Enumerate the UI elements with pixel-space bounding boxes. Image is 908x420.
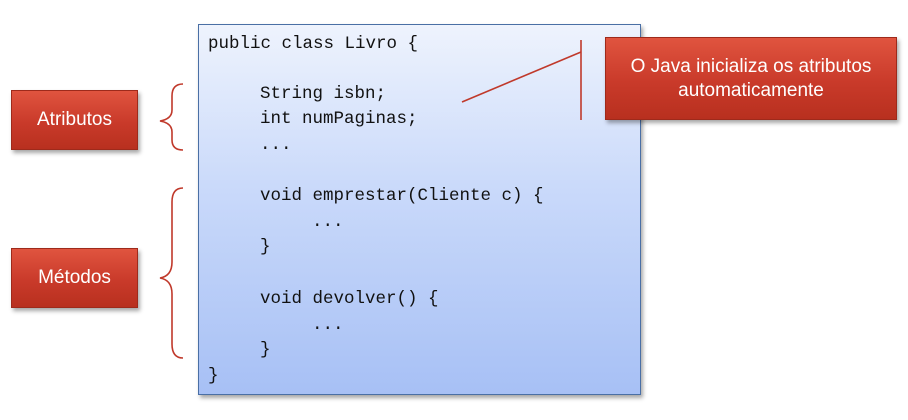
code-line-devolver: void devolver() { [260,289,439,309]
atributos-label-text: Atributos [37,109,112,130]
code-line-num-paginas: int numPaginas; [260,109,418,129]
code-line-isbn: String isbn; [260,84,387,104]
code-line-class-declaration: public class Livro { [208,34,419,54]
metodos-label: Métodos [11,248,138,308]
metodos-brace [159,187,184,359]
atributos-brace [159,83,184,151]
code-line-attr-ellipsis: ... [260,135,292,155]
callout-box: O Java inicializa os atributos automatic… [605,37,897,120]
code-line-emprestar-body: ... [312,212,344,232]
code-block: public class Livro { String isbn; int nu… [198,24,641,395]
atributos-label: Atributos [11,90,138,150]
code-line-devolver-close: } [260,340,271,360]
code-line-class-close: } [208,366,219,386]
callout-line-2: automaticamente [678,79,824,101]
code-line-emprestar-close: } [260,237,271,257]
code-line-emprestar: void emprestar(Cliente c) { [260,186,544,206]
metodos-label-text: Métodos [38,267,111,288]
callout-line-1: O Java inicializa os atributos [630,55,872,77]
code-line-devolver-body: ... [312,315,344,335]
